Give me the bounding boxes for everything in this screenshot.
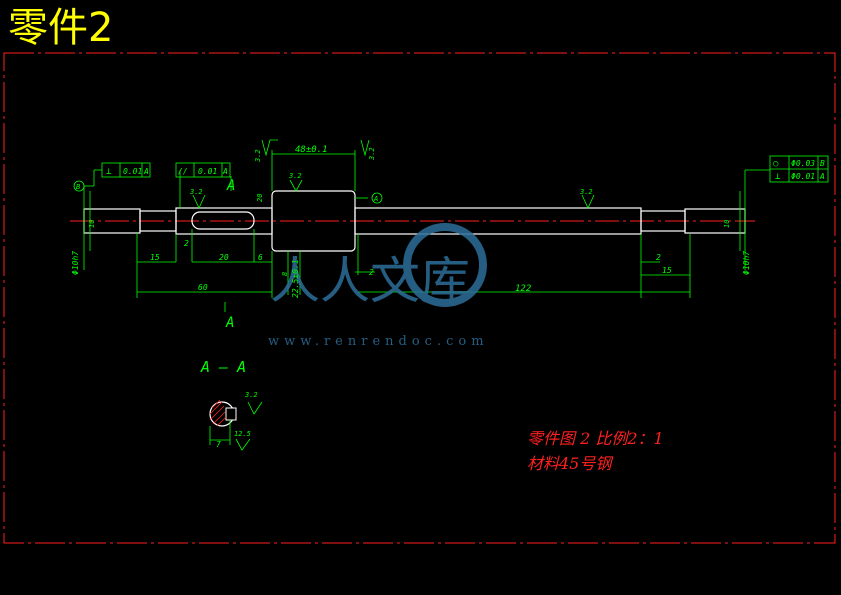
- dim-right-end-dia: Φ10h7: [742, 251, 751, 275]
- tol-perp1-value: 0.01: [123, 167, 142, 176]
- surface-finish-8: 12.5: [234, 430, 251, 438]
- datum-a-circle: [371, 192, 383, 204]
- dim-keyway-len: 20: [219, 253, 229, 262]
- dim-key-gap: 6: [258, 253, 263, 262]
- tolerance-frames: [101, 155, 829, 183]
- dim-collar-side: 20: [256, 194, 264, 202]
- tol-par1-value: 0.01: [198, 167, 217, 176]
- dim-left-seg: 15: [150, 253, 160, 262]
- surface-finish-2: 3.2: [368, 147, 376, 161]
- dim-collar-small: 8: [281, 272, 289, 276]
- dim-section-width: 7: [216, 440, 221, 449]
- dim-right-seg: 15: [662, 266, 672, 275]
- tol-par1-datum: A: [222, 167, 228, 176]
- tol-perp2-symbol: ⊥: [775, 172, 781, 182]
- drawing-border: [3, 52, 836, 544]
- tol-circ-value: Φ0.03: [791, 159, 815, 168]
- dim-right-groove: 2: [656, 253, 661, 262]
- section-view: [209, 399, 237, 445]
- tol-perp2-datum: A: [819, 172, 825, 181]
- tol-circ-datum: B: [820, 159, 825, 168]
- dim-right-end-small: 10: [723, 220, 731, 228]
- dim-right-gap: 2: [369, 268, 374, 277]
- dim-left-end-small: 10: [88, 220, 96, 228]
- watermark-url: www.renrendoc.com: [268, 334, 489, 349]
- tol-perp1-datum: A: [143, 167, 149, 176]
- dim-right-long: 122: [515, 284, 531, 294]
- datum-a-label: A: [373, 195, 378, 203]
- tol-circ-symbol: ○: [773, 159, 779, 169]
- surface-finish-1: 3.2: [254, 149, 262, 163]
- dim-center-len: 48±0.1: [295, 145, 328, 155]
- section-mark-bottom: A: [225, 315, 234, 331]
- datum-b-label: B: [76, 183, 80, 191]
- surface-finish-7: 3.2: [244, 391, 258, 399]
- drawing-note-scale: 零件图 2 比例2：1: [527, 429, 664, 448]
- watermark: 人人文库 www.renrendoc.com: [268, 223, 489, 349]
- tol-par1-symbol: //: [178, 167, 188, 176]
- section-mark-top: A: [226, 178, 235, 194]
- dim-left-end-dia: Φ10h7: [71, 251, 80, 275]
- dim-collar-dia: 22.5±0.1: [291, 259, 300, 298]
- surface-finish-marks: [192, 139, 595, 451]
- surface-finish-3: 3.2: [288, 172, 302, 180]
- drawing-note-material: 材料45号钢: [527, 454, 613, 473]
- dim-shoulder-len: 60: [198, 283, 208, 292]
- watermark-logo: 人人文库: [270, 252, 470, 310]
- sheet-title: 零件2: [8, 5, 114, 51]
- surface-finish-5: 3.2: [579, 188, 593, 196]
- surface-finish-4: 3.2: [189, 188, 203, 196]
- tol-perp2-value: Φ0.01: [791, 172, 815, 181]
- datum-b-circle: [73, 180, 85, 192]
- section-view-label: A — A: [200, 358, 246, 376]
- dimension-lines: [83, 150, 770, 312]
- tol-perp1-symbol: ⊥: [106, 167, 112, 177]
- dim-left-groove: 2: [184, 239, 189, 248]
